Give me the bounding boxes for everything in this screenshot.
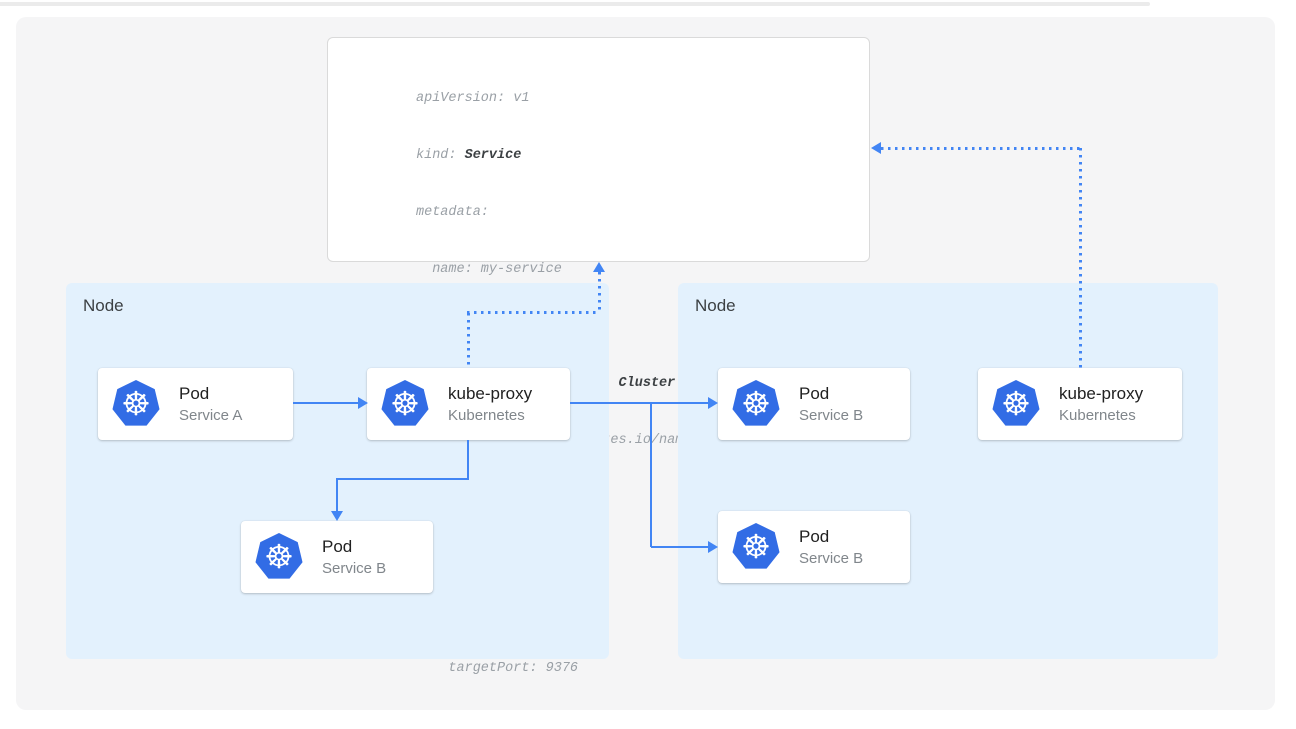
arrow-branch-vertical-line	[650, 403, 652, 547]
dotted-right-kube-proxy-up-line	[1079, 148, 1082, 368]
arrow-pod-a-to-kube-proxy-line	[293, 402, 359, 404]
yaml-line: metadata:	[416, 205, 489, 220]
arrow-branch-to-bottom-pod-head	[708, 541, 718, 553]
arrow-to-left-pod-head	[331, 511, 343, 521]
card-title: Pod	[799, 526, 830, 546]
kubernetes-icon: ☸	[255, 533, 303, 579]
dotted-left-to-yaml-line	[598, 272, 601, 313]
card-pod-service-a: ☸ Pod Service A	[98, 368, 293, 440]
card-subtitle: Service B	[322, 559, 387, 577]
card-subtitle: Service B	[799, 406, 864, 424]
kubernetes-icon: ☸	[732, 523, 780, 569]
yaml-line: name: my-service	[416, 262, 562, 277]
arrow-to-left-pod-vertical-line	[336, 478, 338, 512]
helm-wheel-icon: ☸	[121, 384, 151, 423]
yaml-line: kind: Service	[416, 148, 522, 163]
helm-wheel-icon: ☸	[390, 384, 420, 423]
dotted-left-to-yaml-head	[593, 262, 605, 272]
helm-wheel-icon: ☸	[741, 527, 771, 566]
service-yaml-box: apiVersion: v1 kind: Service metadata: n…	[327, 37, 870, 676]
card-title: Pod	[799, 383, 830, 403]
node-right: Node ☸ Pod Service B ☸ kube-proxy Kubern…	[678, 283, 1218, 659]
kubernetes-icon: ☸	[992, 380, 1040, 426]
node-left: Node ☸ Pod Service A ☸ kube-proxy Kubern…	[66, 283, 609, 659]
card-kube-proxy-right: ☸ kube-proxy Kubernetes	[978, 368, 1182, 440]
kubernetes-icon: ☸	[381, 380, 429, 426]
helm-wheel-icon: ☸	[264, 537, 294, 576]
card-title: kube-proxy	[1059, 383, 1144, 403]
card-subtitle: Service B	[799, 549, 864, 567]
top-divider	[0, 2, 1150, 6]
dotted-left-kube-proxy-up-line	[467, 313, 470, 368]
card-title: kube-proxy	[448, 383, 533, 403]
arrow-kube-proxy-to-right-pod-line	[570, 402, 708, 404]
helm-wheel-icon: ☸	[1001, 384, 1031, 423]
dotted-left-horizontal-line	[467, 311, 600, 314]
card-pod-service-b-right-top: ☸ Pod Service B	[718, 368, 910, 440]
arrow-kube-proxy-down-line	[467, 440, 469, 480]
arrow-branch-to-bottom-pod-line	[651, 546, 708, 548]
arrow-pod-a-to-kube-proxy-head	[358, 397, 368, 409]
card-subtitle: Kubernetes	[448, 406, 525, 424]
card-title: Pod	[179, 383, 210, 403]
dotted-right-horizontal-line	[881, 147, 1081, 150]
node-right-label: Node	[695, 296, 736, 315]
helm-wheel-icon: ☸	[741, 384, 771, 423]
yaml-line: targetPort: 9376	[416, 661, 579, 676]
arrow-kube-proxy-left-line	[336, 478, 469, 480]
arrow-kube-proxy-to-right-pod-head	[708, 397, 718, 409]
yaml-line: apiVersion: v1	[416, 91, 530, 106]
node-left-label: Node	[83, 296, 124, 315]
kubernetes-icon: ☸	[112, 380, 160, 426]
card-subtitle: Service A	[179, 406, 243, 424]
card-pod-service-b-left: ☸ Pod Service B	[241, 521, 433, 593]
kubernetes-icon: ☸	[732, 380, 780, 426]
dotted-right-to-yaml-head	[871, 142, 881, 154]
card-subtitle: Kubernetes	[1059, 406, 1136, 424]
card-title: Pod	[322, 536, 353, 556]
card-kube-proxy-left: ☸ kube-proxy Kubernetes	[367, 368, 570, 440]
card-pod-service-b-right-bottom: ☸ Pod Service B	[718, 511, 910, 583]
